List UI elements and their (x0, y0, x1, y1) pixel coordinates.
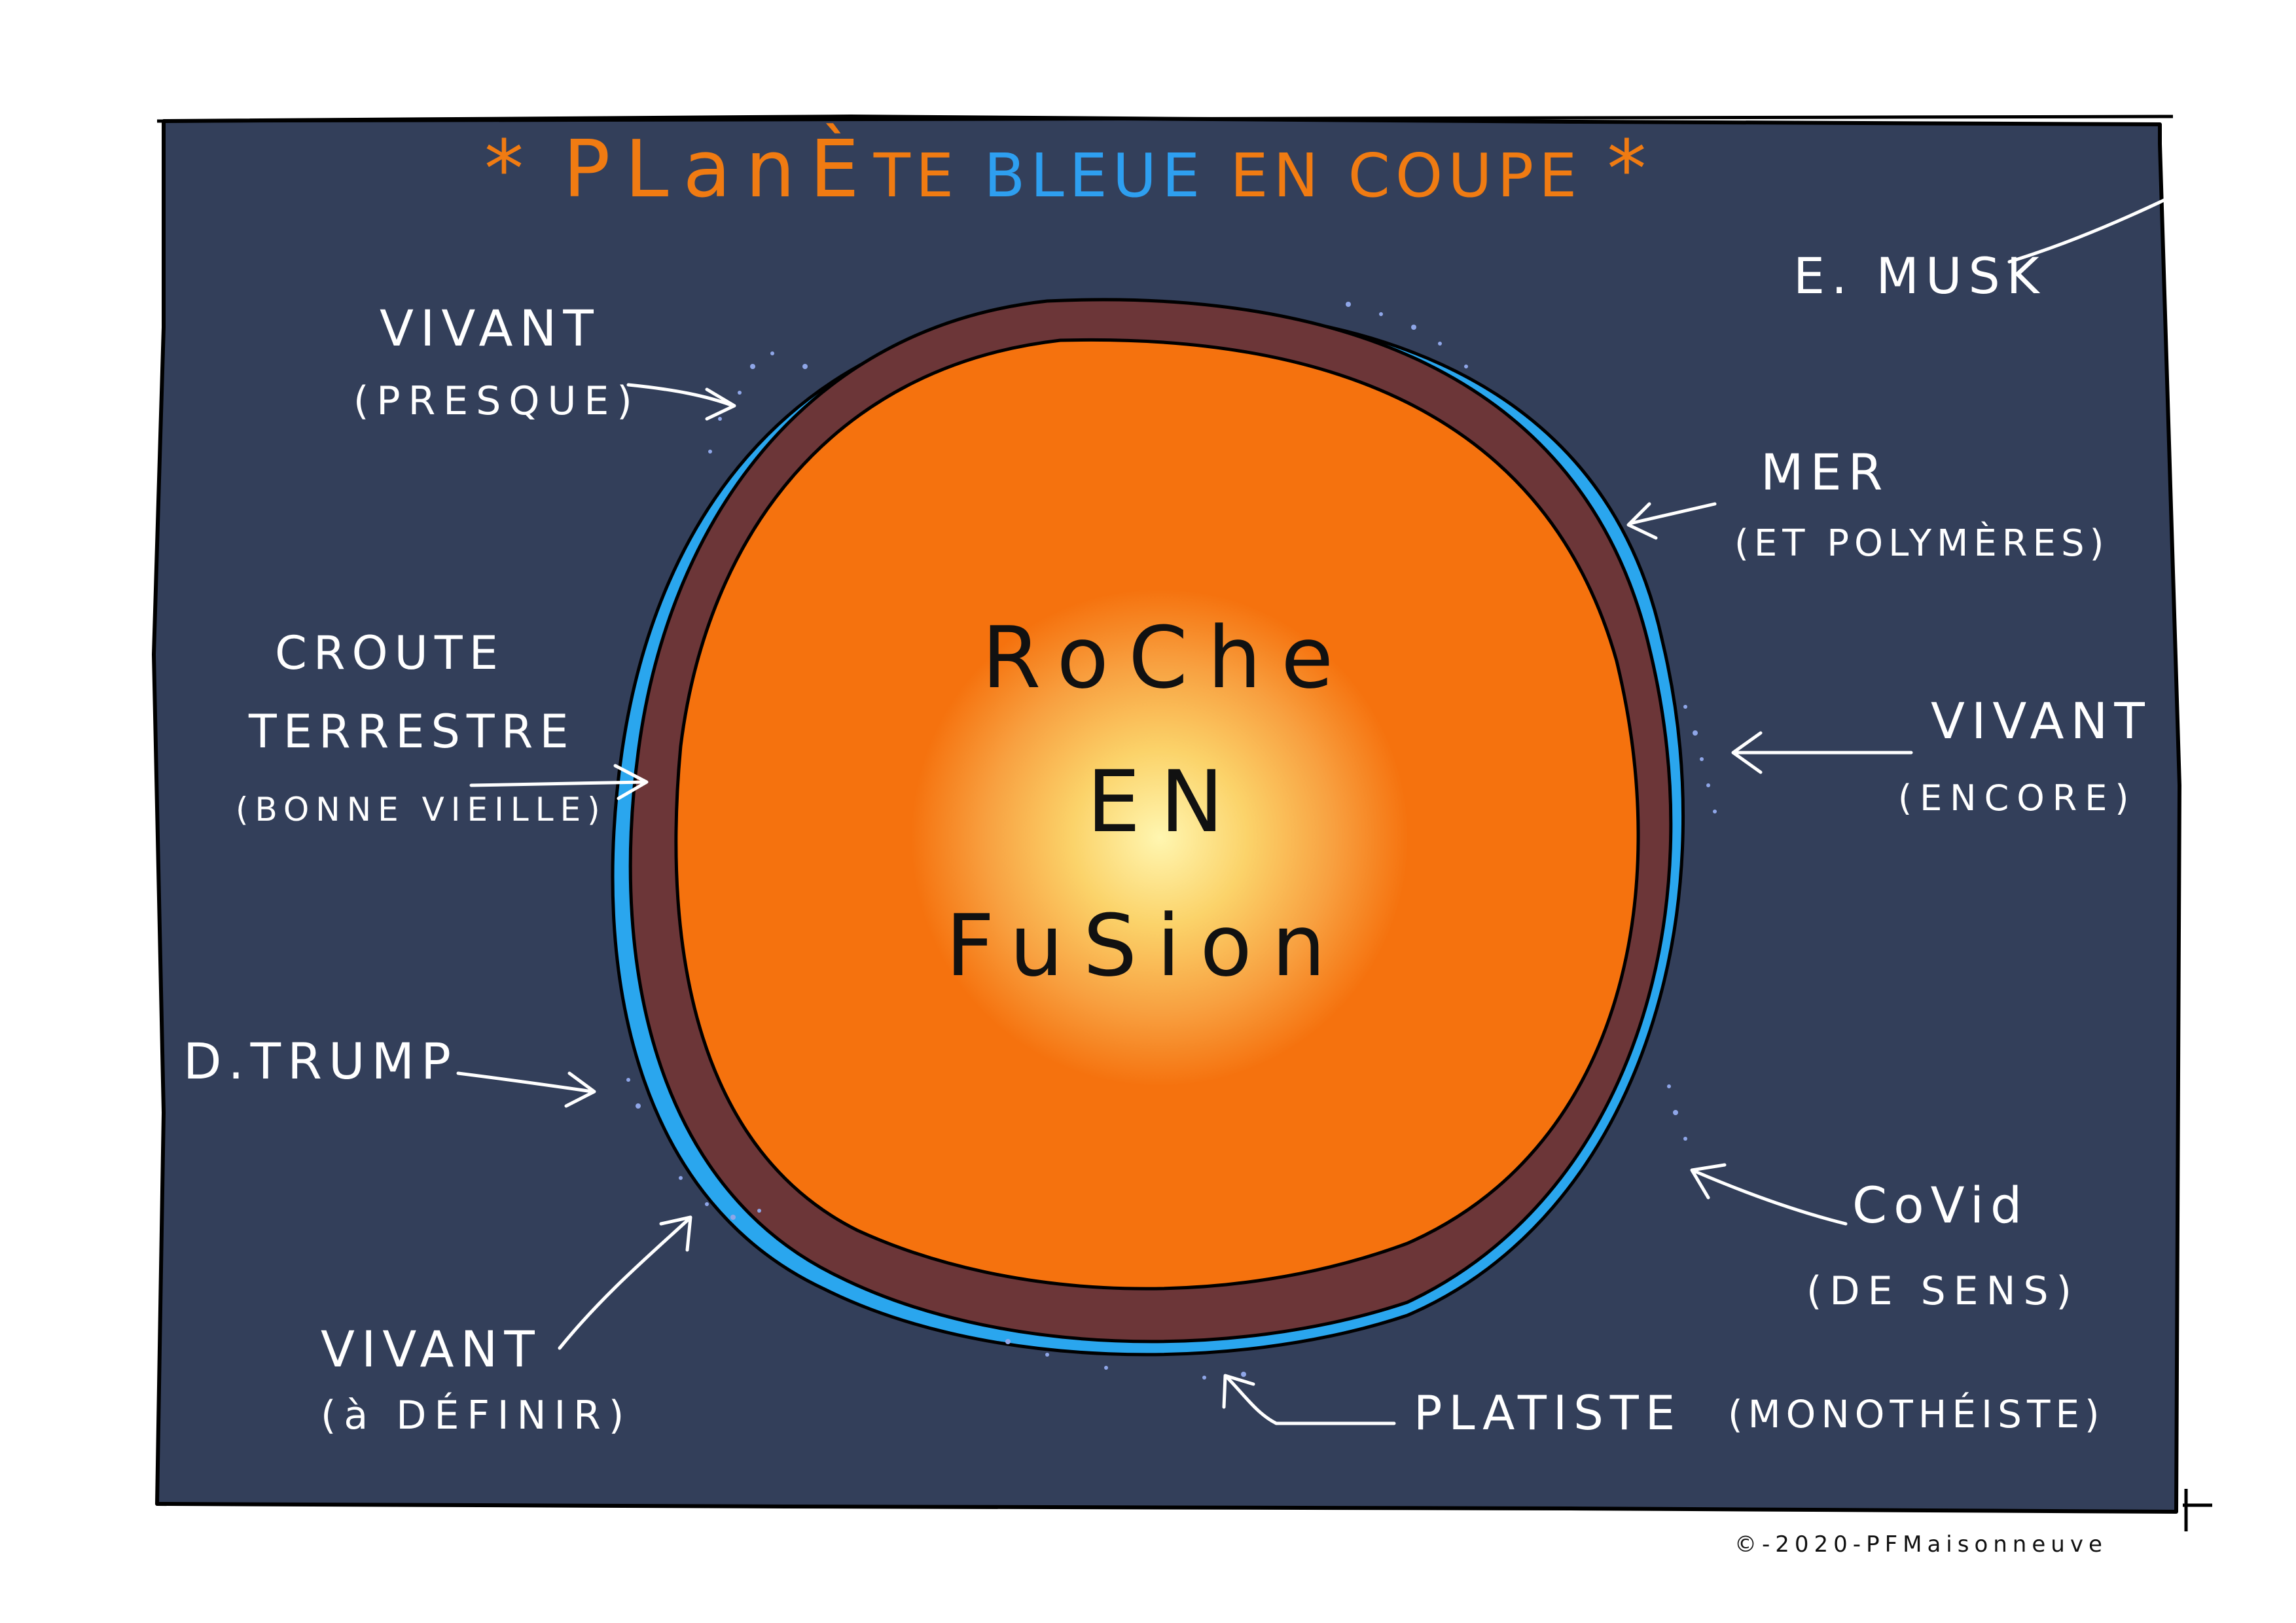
label-vivant-presque: VIVANT (380, 299, 600, 357)
arrow-vivant-definir (558, 1215, 692, 1350)
label-vivant-definir: VIVANT (321, 1320, 541, 1378)
arrow-platiste (1222, 1374, 1396, 1425)
label-vivant-presque-sub: (PRESQUE) (353, 378, 640, 424)
annotation-arrows (456, 162, 2234, 1425)
core-label-line-3: FuSion (945, 896, 1346, 995)
title-word-bleue: BLEUE (984, 141, 1206, 211)
board-border-top-stroke (156, 115, 2174, 123)
label-trump: D.TRUMP (183, 1032, 457, 1090)
arrow-vivant-presque (626, 383, 736, 421)
title-word-en-coupe: EN COUPE (1230, 141, 1583, 211)
drawing-title: * PLanÈTE BLEUE EN COUPE * (484, 131, 1660, 209)
label-vivant-definir-sub: (à DÉFINIR) (321, 1393, 632, 1438)
arrow-vivant-encore (1731, 731, 1913, 774)
label-vivant-encore: VIVANT (1931, 692, 2151, 750)
label-covid-sub: (DE SENS) (1806, 1268, 2079, 1314)
label-vivant-encore-sub: (ENCORE) (1898, 777, 2137, 819)
label-covid: CoVid (1852, 1176, 2029, 1234)
label-croute-sub: (BONNE VIEILLE) (236, 791, 607, 829)
arrow-covid (1690, 1163, 1848, 1226)
artist-signature: ©-2020-PFMaisonneuve (1734, 1531, 2108, 1558)
arrow-croute (469, 764, 649, 800)
molten-core (674, 338, 1640, 1291)
title-star-left: * (484, 124, 538, 215)
arrow-trump (456, 1071, 596, 1108)
label-platiste-sub: (MONOTHÉISTE) (1728, 1392, 2105, 1436)
label-platiste: PLATISTE (1414, 1385, 1682, 1440)
core-label-line-2: EN (1086, 752, 1244, 851)
label-mer-sub: (ET POLYMÈRES) (1734, 522, 2109, 565)
label-croute-line-2: TERRESTRE (249, 705, 575, 758)
label-croute-line-1: CROUTE (275, 626, 505, 680)
title-word-planete: PLanÈ (563, 124, 874, 215)
life-dots (626, 302, 1717, 1380)
core-label-line-1: RoChe (982, 608, 1354, 707)
arrow-mer (1626, 502, 1717, 540)
title-star-right: * (1607, 124, 1661, 215)
label-musk: E. MUSK (1793, 247, 2046, 305)
board-border-corner-stroke (2183, 1489, 2212, 1531)
label-mer: MER (1761, 443, 1890, 501)
title-word-te: TE (873, 141, 960, 211)
arrow-musk (2007, 162, 2234, 264)
